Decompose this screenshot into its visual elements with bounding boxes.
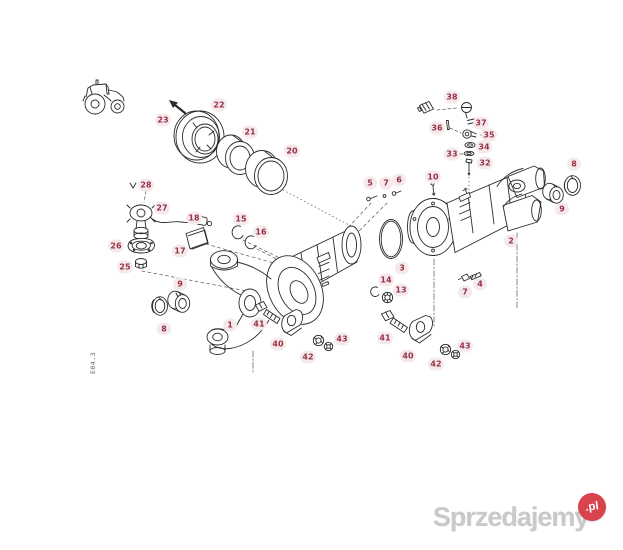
tractor-icon	[82, 79, 125, 115]
part-label-18: 18	[185, 211, 203, 225]
part-label-41: 41	[376, 331, 394, 345]
part-label-16: 16	[252, 225, 270, 239]
part-label-9: 9	[173, 277, 187, 291]
ring-14	[370, 286, 380, 297]
part-label-33: 33	[443, 147, 461, 161]
part-label-43: 43	[456, 339, 474, 353]
gasket-26	[127, 238, 155, 254]
part-label-32: 32	[476, 156, 494, 170]
drawing-code: E04.3	[89, 351, 97, 375]
part-label-8: 8	[157, 322, 171, 336]
bushing-9-left	[167, 290, 191, 313]
bushing-9-right	[542, 182, 564, 204]
part-label-9: 9	[555, 202, 569, 216]
bushing-8-left	[151, 296, 168, 316]
part-label-26: 26	[107, 239, 125, 253]
part-label-22: 22	[210, 98, 228, 112]
axle-housing-right	[407, 165, 546, 256]
part-label-40: 40	[269, 337, 287, 351]
part-label-42: 42	[427, 357, 445, 371]
part-label-7: 7	[379, 176, 393, 190]
part-label-3: 3	[395, 261, 409, 275]
plug-38	[417, 101, 472, 119]
stud-32	[465, 158, 473, 176]
snap-ring-16	[244, 235, 257, 250]
nut-25	[135, 258, 147, 269]
part-label-38: 38	[443, 90, 461, 104]
part-label-14: 14	[377, 273, 395, 287]
part-label-8: 8	[567, 157, 581, 171]
bolt-4-7	[458, 272, 482, 282]
grease-fitting-35	[462, 129, 477, 139]
part-label-13: 13	[392, 283, 410, 297]
washer-42-right	[450, 349, 461, 360]
part-label-15: 15	[232, 212, 250, 226]
part-label-36: 36	[428, 121, 446, 135]
washer-34	[464, 141, 476, 149]
part-label-10: 10	[424, 170, 442, 184]
bearing-cup-21	[216, 134, 255, 175]
part-label-6: 6	[392, 173, 406, 187]
stop-bracket-40-right	[408, 315, 433, 344]
seal-ring-8-right	[563, 175, 581, 196]
axle-housing-left	[206, 225, 362, 355]
part-label-2: 2	[504, 234, 518, 248]
watermark-text: Sprzedajemy	[433, 502, 590, 532]
part-label-4: 4	[473, 277, 487, 291]
part-label-34: 34	[475, 140, 493, 154]
part-label-1: 1	[223, 318, 237, 332]
nut-43-left	[312, 334, 325, 347]
part-label-7: 7	[458, 285, 472, 299]
stop-bolt-41-left	[255, 301, 281, 324]
o-ring-3	[379, 219, 403, 259]
part-label-28: 28	[137, 178, 155, 192]
stop-bolt-41-right	[381, 310, 408, 333]
wheel-bearing-22	[173, 110, 225, 164]
part-label-40: 40	[399, 349, 417, 363]
part-label-27: 27	[153, 201, 171, 215]
part-label-35: 35	[480, 128, 498, 142]
bushing-13	[381, 291, 394, 304]
stop-bracket-40-left	[281, 309, 304, 336]
screws-5-7-6	[366, 190, 402, 202]
washer-42-left	[323, 341, 334, 352]
part-label-42: 42	[299, 350, 317, 364]
part-label-20: 20	[283, 144, 301, 158]
part-label-21: 21	[241, 125, 259, 139]
part-label-23: 23	[154, 113, 172, 127]
shim-plate-17-18	[185, 227, 209, 250]
part-label-43: 43	[333, 332, 351, 346]
part-label-37: 37	[472, 116, 490, 130]
part-label-5: 5	[363, 176, 377, 190]
washer-33	[463, 150, 475, 157]
part-label-41: 41	[250, 317, 268, 331]
pin-36	[446, 120, 450, 130]
pin-10	[430, 181, 436, 196]
snap-ring-15	[231, 225, 244, 240]
seal-ring-20	[245, 150, 288, 195]
part-label-25: 25	[116, 260, 134, 274]
part-label-17: 17	[171, 244, 189, 258]
watermark: Sprzedajemy .pl	[433, 491, 623, 544]
direction-arrow	[169, 100, 187, 115]
nut-43-right	[439, 343, 452, 356]
